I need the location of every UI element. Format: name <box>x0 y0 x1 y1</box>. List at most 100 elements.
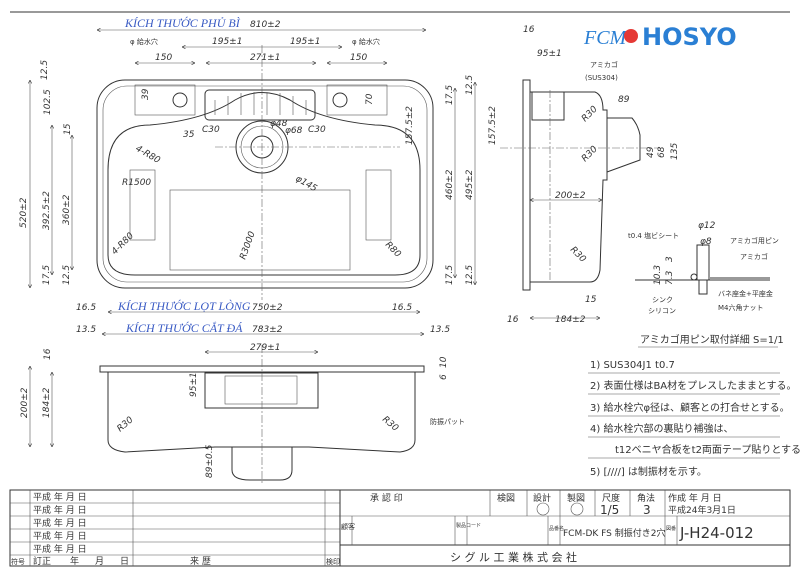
dim-360: 360±2 <box>62 194 72 225</box>
tap-hole-right <box>332 92 348 108</box>
side-bowl <box>530 91 608 283</box>
damping-pad-left-top <box>134 84 196 116</box>
scale-value: 1/5 <box>600 503 619 517</box>
side-drain <box>606 117 641 173</box>
manufacture-stamp-icon <box>570 502 584 516</box>
note-4: 4) 給水栓穴部の裏貼り補強は、 <box>590 422 733 435</box>
dim-95: 95±1 <box>189 372 199 397</box>
dim-392-5: 392.5±2 <box>42 191 52 230</box>
dim-16: 16 <box>43 348 53 360</box>
side-rim <box>522 79 531 291</box>
damping-pad-right <box>365 169 392 241</box>
dim-13-5-right: 13.5 <box>430 325 450 335</box>
dim-460: 460±2 <box>445 169 455 200</box>
side-dim-16-bottom: 16 <box>507 315 519 325</box>
rev-header-day: 日 <box>120 556 129 567</box>
detail-nut <box>698 279 708 295</box>
projection-value: 3 <box>643 503 651 517</box>
side-dim-200: 200±2 <box>555 191 586 201</box>
side-dim-16-top: 16 <box>523 25 535 35</box>
r80-bottom: 4-R80 <box>110 231 136 257</box>
dim-12-5-right-bottom: 12.5 <box>465 265 475 285</box>
side-basket-material: (SUS304) <box>585 74 618 82</box>
product-name: FCM-DK FS 制振付き2穴 <box>563 527 666 539</box>
logo-sun-icon <box>624 29 638 43</box>
dim-13-5-left: 13.5 <box>76 325 96 335</box>
dim-12-5-right: 12.5 <box>465 75 475 95</box>
side-dim-68: 68 <box>657 146 667 158</box>
dim-12-5-bottom-left: 12.5 <box>62 265 72 285</box>
section-view: 279±1 16 200±2 184±2 95±1 10 6 R30 R30 防… <box>20 343 465 485</box>
phi48: φ48 <box>270 119 288 129</box>
dim-157-5: 157.5±2 <box>405 106 415 145</box>
sink-outer-rim <box>96 79 434 289</box>
detail-sheet-label: t0.4 塩ビシート <box>628 231 679 240</box>
tap-hole-right-label: φ 給水穴 <box>352 37 380 46</box>
dim-15: 15 <box>63 123 73 135</box>
side-r30-b: R30 <box>580 144 600 164</box>
side-r30-a: R30 <box>580 104 600 124</box>
side-dim-89: 89 <box>618 95 630 105</box>
phi68: φ68 <box>285 126 303 136</box>
r30-left: R30 <box>116 415 136 434</box>
design-stamp-icon <box>536 502 550 516</box>
dim-70: 70 <box>365 93 375 105</box>
basket-recess <box>204 89 316 121</box>
dim-89: 89±0.5 <box>205 444 215 478</box>
side-dim-49: 49 <box>646 146 656 158</box>
detail-dim-7-3: 7.3 <box>665 270 675 285</box>
overall-size-label: KÍCH THƯỚC PHỦ BÌ <box>124 16 241 30</box>
inner-size-label: KÍCH THƯỚC LỌT LÒNG <box>117 299 251 313</box>
note-3: 3) 給水栓穴φ径は、顧客との打合せとする。 <box>590 401 790 414</box>
c30-right: C30 <box>308 125 326 135</box>
detail-basket-label: アミカゴ <box>740 252 768 261</box>
dim-6: 6 <box>439 374 449 380</box>
product-code-label: 製品コード <box>456 522 481 529</box>
side-dim-15: 15 <box>585 295 597 305</box>
detail-dim-10-3: 10.3 <box>653 265 663 285</box>
dim-520: 520±2 <box>19 197 29 228</box>
detail-phi8: φ8 <box>700 237 712 247</box>
dim-195-left: 195±1 <box>212 37 242 47</box>
dim-150-right: 150 <box>350 53 367 63</box>
logo-prefix: FCM <box>583 27 628 49</box>
bowl-outline <box>107 92 421 276</box>
logo: FCM HOSYO <box>583 23 737 51</box>
section-rim <box>99 365 425 373</box>
detail-phi12: φ12 <box>698 221 716 231</box>
r30-right: R30 <box>380 415 400 434</box>
damping-pad-left <box>129 169 156 241</box>
detail-dim-3: 3 <box>665 256 675 262</box>
plan-view: KÍCH THƯỚC PHỦ BÌ 810±2 φ 給水穴 φ 給水穴 195±… <box>19 16 475 335</box>
title-block-frame <box>9 489 791 567</box>
dim-16-5-left: 16.5 <box>76 303 96 313</box>
dim-17-5-left: 17.5 <box>42 265 52 285</box>
customer-label: 顧客 <box>341 522 355 531</box>
detail-nut-label: M4六角ナット <box>718 303 764 312</box>
rev-header-year: 年 <box>70 555 79 567</box>
notes: 1) SUS304J1 t0.7 2) 表面仕様はBA材をプレスしたままとする。… <box>588 360 800 478</box>
detail-washer-label: バネ座金+平座金 <box>718 289 773 298</box>
dim-750: 750±2 <box>252 303 283 313</box>
side-basket <box>531 91 565 121</box>
note-2: 2) 表面仕様はBA材をプレスしたままとする。 <box>590 379 797 392</box>
detail-sink-label: シンク <box>652 296 673 304</box>
c30-left: C30 <box>202 125 220 135</box>
created-label: 作成 年 月 日 <box>668 492 722 504</box>
note-1: 1) SUS304J1 t0.7 <box>590 360 675 371</box>
phi145: φ145 <box>294 174 319 194</box>
section-drain <box>231 447 293 481</box>
rev-row-4: 平成 年 月 日 <box>33 530 87 542</box>
rev-row-5: 平成 年 月 日 <box>33 543 87 555</box>
detail-title: アミカゴ用ピン取付詳細 S=1/1 <box>640 333 784 346</box>
section-basket-inner <box>224 375 298 405</box>
detail-silicone-label: シリコン <box>648 307 676 315</box>
note-4b: t12ベニヤ合板をt2両面テープ貼りとする。 <box>615 443 800 456</box>
dim-184: 184±2 <box>42 387 52 418</box>
dim-200: 200±2 <box>20 387 30 418</box>
cut-size-label: KÍCH THƯỚC CẮT ĐÁ <box>125 320 243 335</box>
drawing-no-label: 図番 <box>666 525 676 532</box>
side-r30-c: R30 <box>568 245 588 265</box>
product-name-label: 品番名 <box>549 525 564 532</box>
